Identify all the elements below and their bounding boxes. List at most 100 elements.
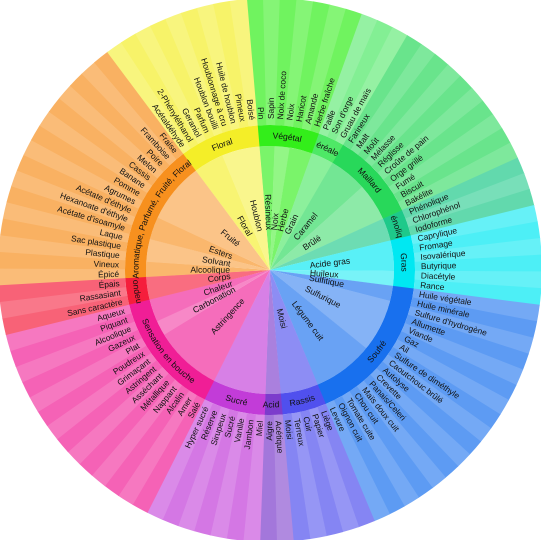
term-wedge bbox=[39, 111, 153, 194]
group-label-text: Gras bbox=[399, 253, 410, 272]
term-wedge bbox=[335, 27, 408, 145]
term-wedge bbox=[146, 399, 213, 520]
term-label: Vineux bbox=[93, 259, 120, 270]
term-wedge bbox=[273, 414, 294, 540]
term-wedge bbox=[165, 12, 223, 137]
term-wedge bbox=[0, 267, 126, 286]
group-ring-segment bbox=[257, 124, 320, 154]
term-wedge bbox=[371, 75, 473, 174]
subcategory-label: Huileux bbox=[310, 268, 340, 280]
subcategory-wedge bbox=[270, 153, 333, 270]
term-wedge bbox=[299, 409, 344, 537]
subcategory-wedge bbox=[149, 217, 270, 270]
term-label: Épicé bbox=[98, 269, 120, 280]
term-wedge bbox=[177, 406, 230, 532]
term-wedge bbox=[242, 414, 265, 540]
term-wedge bbox=[412, 288, 540, 323]
term-wedge bbox=[292, 1, 331, 129]
term-wedge bbox=[343, 35, 422, 150]
term-wedge bbox=[275, 0, 298, 126]
term-wedge bbox=[22, 329, 142, 398]
term-wedge bbox=[291, 411, 327, 540]
term-wedge bbox=[341, 391, 420, 507]
term-wedge bbox=[132, 395, 205, 513]
subcategory-label: Corps bbox=[207, 271, 231, 284]
term-label: Fromage bbox=[419, 238, 454, 253]
term-wedge bbox=[180, 7, 232, 133]
term-wedge bbox=[308, 407, 360, 533]
term-wedge bbox=[407, 306, 534, 355]
term-wedge bbox=[31, 125, 148, 201]
subcategory-wedge bbox=[265, 270, 281, 394]
term-wedge bbox=[349, 386, 433, 498]
term-wedge bbox=[91, 379, 183, 487]
subcategory-wedge bbox=[146, 238, 270, 270]
term-wedge bbox=[213, 0, 249, 129]
term-wedge bbox=[357, 53, 449, 161]
group-ring-segment bbox=[264, 393, 283, 415]
term-wedge bbox=[376, 361, 482, 455]
subcategory-wedge bbox=[146, 270, 270, 300]
term-label: Ail bbox=[398, 342, 411, 355]
term-wedge bbox=[29, 337, 147, 413]
term-wedge bbox=[364, 64, 461, 167]
subcategory-wedge bbox=[270, 240, 394, 271]
term-wedge bbox=[414, 270, 541, 289]
term-label: Noix de coco bbox=[275, 70, 288, 119]
term-wedge bbox=[282, 413, 311, 540]
term-wedge bbox=[246, 0, 267, 126]
term-wedge bbox=[310, 8, 363, 134]
term-wedge bbox=[370, 368, 471, 467]
term-wedge bbox=[413, 279, 541, 306]
term-wedge bbox=[413, 237, 541, 263]
subcategory-label: Résineux bbox=[263, 194, 274, 231]
group-ring-segment bbox=[183, 125, 260, 171]
term-wedge bbox=[118, 390, 197, 505]
term-wedge bbox=[162, 403, 222, 527]
term-wedge bbox=[410, 205, 538, 245]
term-wedge bbox=[350, 44, 436, 155]
term-label: Isovalérique bbox=[420, 248, 466, 262]
term-wedge bbox=[6, 185, 133, 234]
group-ring-segment bbox=[125, 153, 197, 279]
term-wedge bbox=[107, 42, 191, 154]
term-wedge bbox=[317, 403, 375, 528]
subcategory-wedge bbox=[164, 270, 270, 381]
term-wedge bbox=[382, 354, 492, 443]
term-label: Rance bbox=[420, 280, 445, 292]
term-label: Boisé bbox=[245, 99, 257, 121]
term-wedge bbox=[15, 321, 138, 383]
term-wedge bbox=[79, 373, 176, 476]
term-label: Vanille bbox=[232, 417, 247, 443]
term-wedge bbox=[229, 0, 258, 127]
term-wedge bbox=[259, 414, 277, 540]
term-wedge bbox=[48, 97, 158, 186]
term-wedge bbox=[46, 352, 157, 440]
term-wedge bbox=[69, 73, 170, 172]
subcategory-wedge bbox=[270, 186, 384, 270]
term-wedge bbox=[405, 173, 530, 228]
group-ring-segment bbox=[129, 299, 215, 400]
term-wedge bbox=[56, 360, 163, 453]
term-label: Moisi bbox=[283, 419, 295, 440]
subcategory-wedge bbox=[259, 145, 275, 270]
group-ring-segment bbox=[204, 380, 266, 415]
term-wedge bbox=[414, 254, 541, 273]
term-label: Cuir bbox=[301, 415, 314, 433]
term-wedge bbox=[284, 0, 314, 127]
group-label-text: Végétal bbox=[272, 131, 302, 145]
term-wedge bbox=[410, 297, 538, 339]
subcategory-wedge bbox=[270, 218, 391, 270]
term-wedge bbox=[393, 127, 511, 203]
group-label: Gras bbox=[399, 253, 410, 272]
subcategory-wedge bbox=[270, 270, 318, 394]
term-wedge bbox=[2, 295, 130, 335]
term-label: Épais bbox=[98, 278, 120, 290]
term-wedge bbox=[301, 4, 347, 131]
term-wedge bbox=[383, 100, 494, 188]
term-label: Aigre bbox=[264, 421, 274, 441]
term-wedge bbox=[2, 201, 130, 243]
term-label: Noix bbox=[284, 102, 296, 121]
group-ring-segment bbox=[332, 144, 403, 220]
term-wedge bbox=[392, 339, 509, 415]
